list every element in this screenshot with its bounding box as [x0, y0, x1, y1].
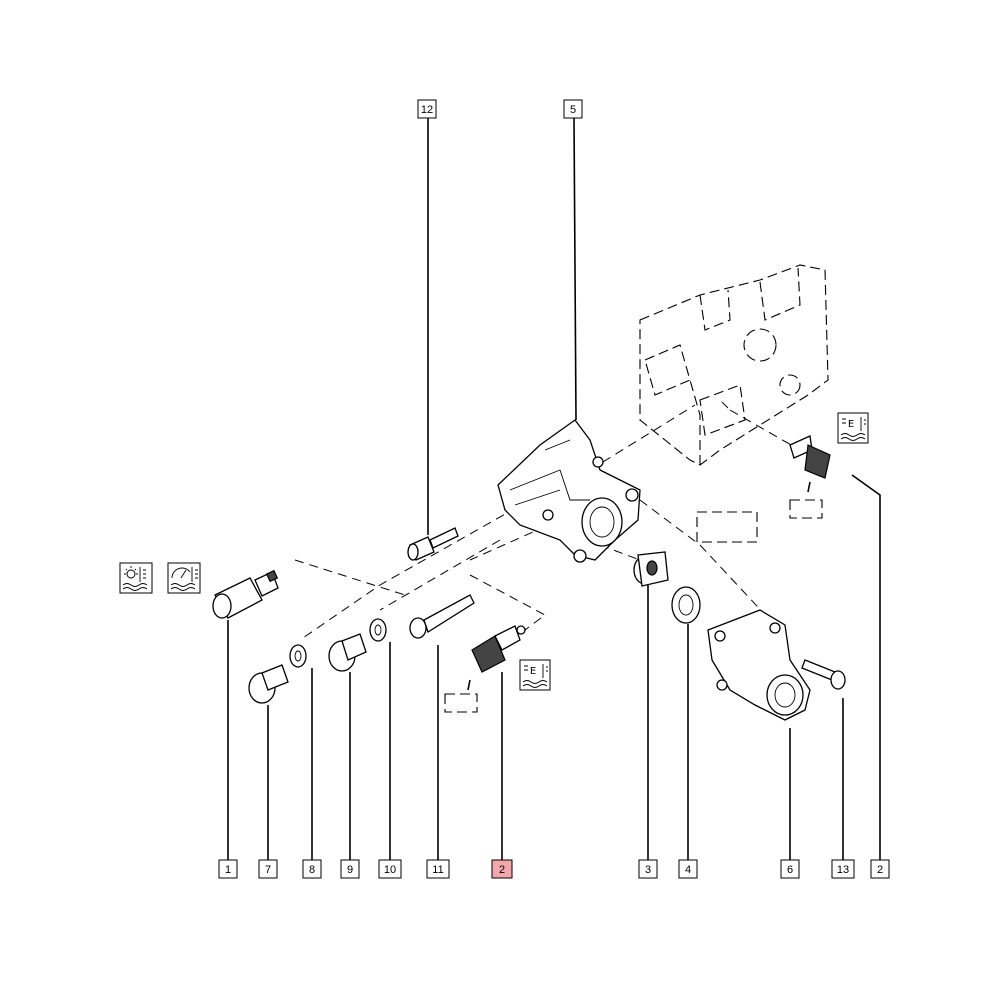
callout-13-text: 13 [837, 864, 849, 876]
callout-12[interactable]: 12 [417, 99, 437, 119]
callout-1[interactable]: 1 [218, 859, 238, 879]
temperature-sensor-2-right [789, 435, 831, 519]
callout-3-text: 3 [645, 864, 651, 876]
callout-5[interactable]: 5 [563, 99, 583, 119]
thermostat-3 [633, 551, 669, 587]
callout-7[interactable]: 7 [258, 859, 278, 879]
water-outlet-housing [497, 419, 641, 563]
callout-2-highlighted[interactable]: 2 [491, 859, 513, 879]
callout-6[interactable]: 6 [780, 859, 800, 879]
callout-10-text: 10 [384, 864, 396, 876]
electric-temperature-icon-right: E [837, 412, 869, 444]
callout-8-text: 8 [309, 864, 315, 876]
temperature-sensor-2 [444, 625, 526, 713]
callout-6-text: 6 [787, 864, 793, 876]
callout-5-text: 5 [570, 104, 576, 116]
callout-9[interactable]: 9 [340, 859, 360, 879]
callout-labels: 12 5 1 7 8 9 10 11 [218, 99, 890, 879]
callout-4[interactable]: 4 [678, 859, 698, 879]
e-glyph-right: E [848, 419, 854, 430]
callout-2-right[interactable]: 2 [870, 859, 890, 879]
callout-11-text: 11 [432, 864, 443, 876]
callout-2-highlighted-text: 2 [499, 864, 505, 876]
washer-8 [289, 644, 307, 668]
leader-lines [227, 117, 881, 860]
callout-4-text: 4 [685, 864, 691, 876]
washer-10 [369, 618, 387, 642]
connector-outline [696, 511, 758, 543]
callout-10[interactable]: 10 [378, 859, 402, 879]
callout-3[interactable]: 3 [638, 859, 658, 879]
assembly-lines [294, 404, 801, 641]
callout-9-text: 9 [347, 864, 353, 876]
callout-7-text: 7 [265, 864, 271, 876]
callout-13[interactable]: 13 [831, 859, 855, 879]
callout-1-text: 1 [225, 864, 231, 876]
pressure-switch-1 [212, 569, 279, 619]
seal-ring-4 [671, 586, 701, 624]
callout-12-text: 12 [421, 104, 433, 116]
callout-2-right-text: 2 [877, 864, 883, 876]
bolt-13 [801, 659, 846, 690]
engine-block-outline [639, 264, 829, 466]
plug-9 [328, 633, 367, 672]
callout-11[interactable]: 11 [426, 859, 450, 879]
light-temperature-icon [119, 562, 153, 594]
gauge-temperature-icon [167, 562, 201, 594]
drain-plug-7 [248, 664, 289, 704]
electric-temperature-icon-left: E [519, 659, 551, 691]
bolt-12 [407, 527, 459, 561]
callout-8[interactable]: 8 [302, 859, 322, 879]
bolt-11 [409, 594, 475, 639]
e-glyph-left: E [530, 666, 536, 677]
outlet-pipe-6 [707, 609, 811, 721]
